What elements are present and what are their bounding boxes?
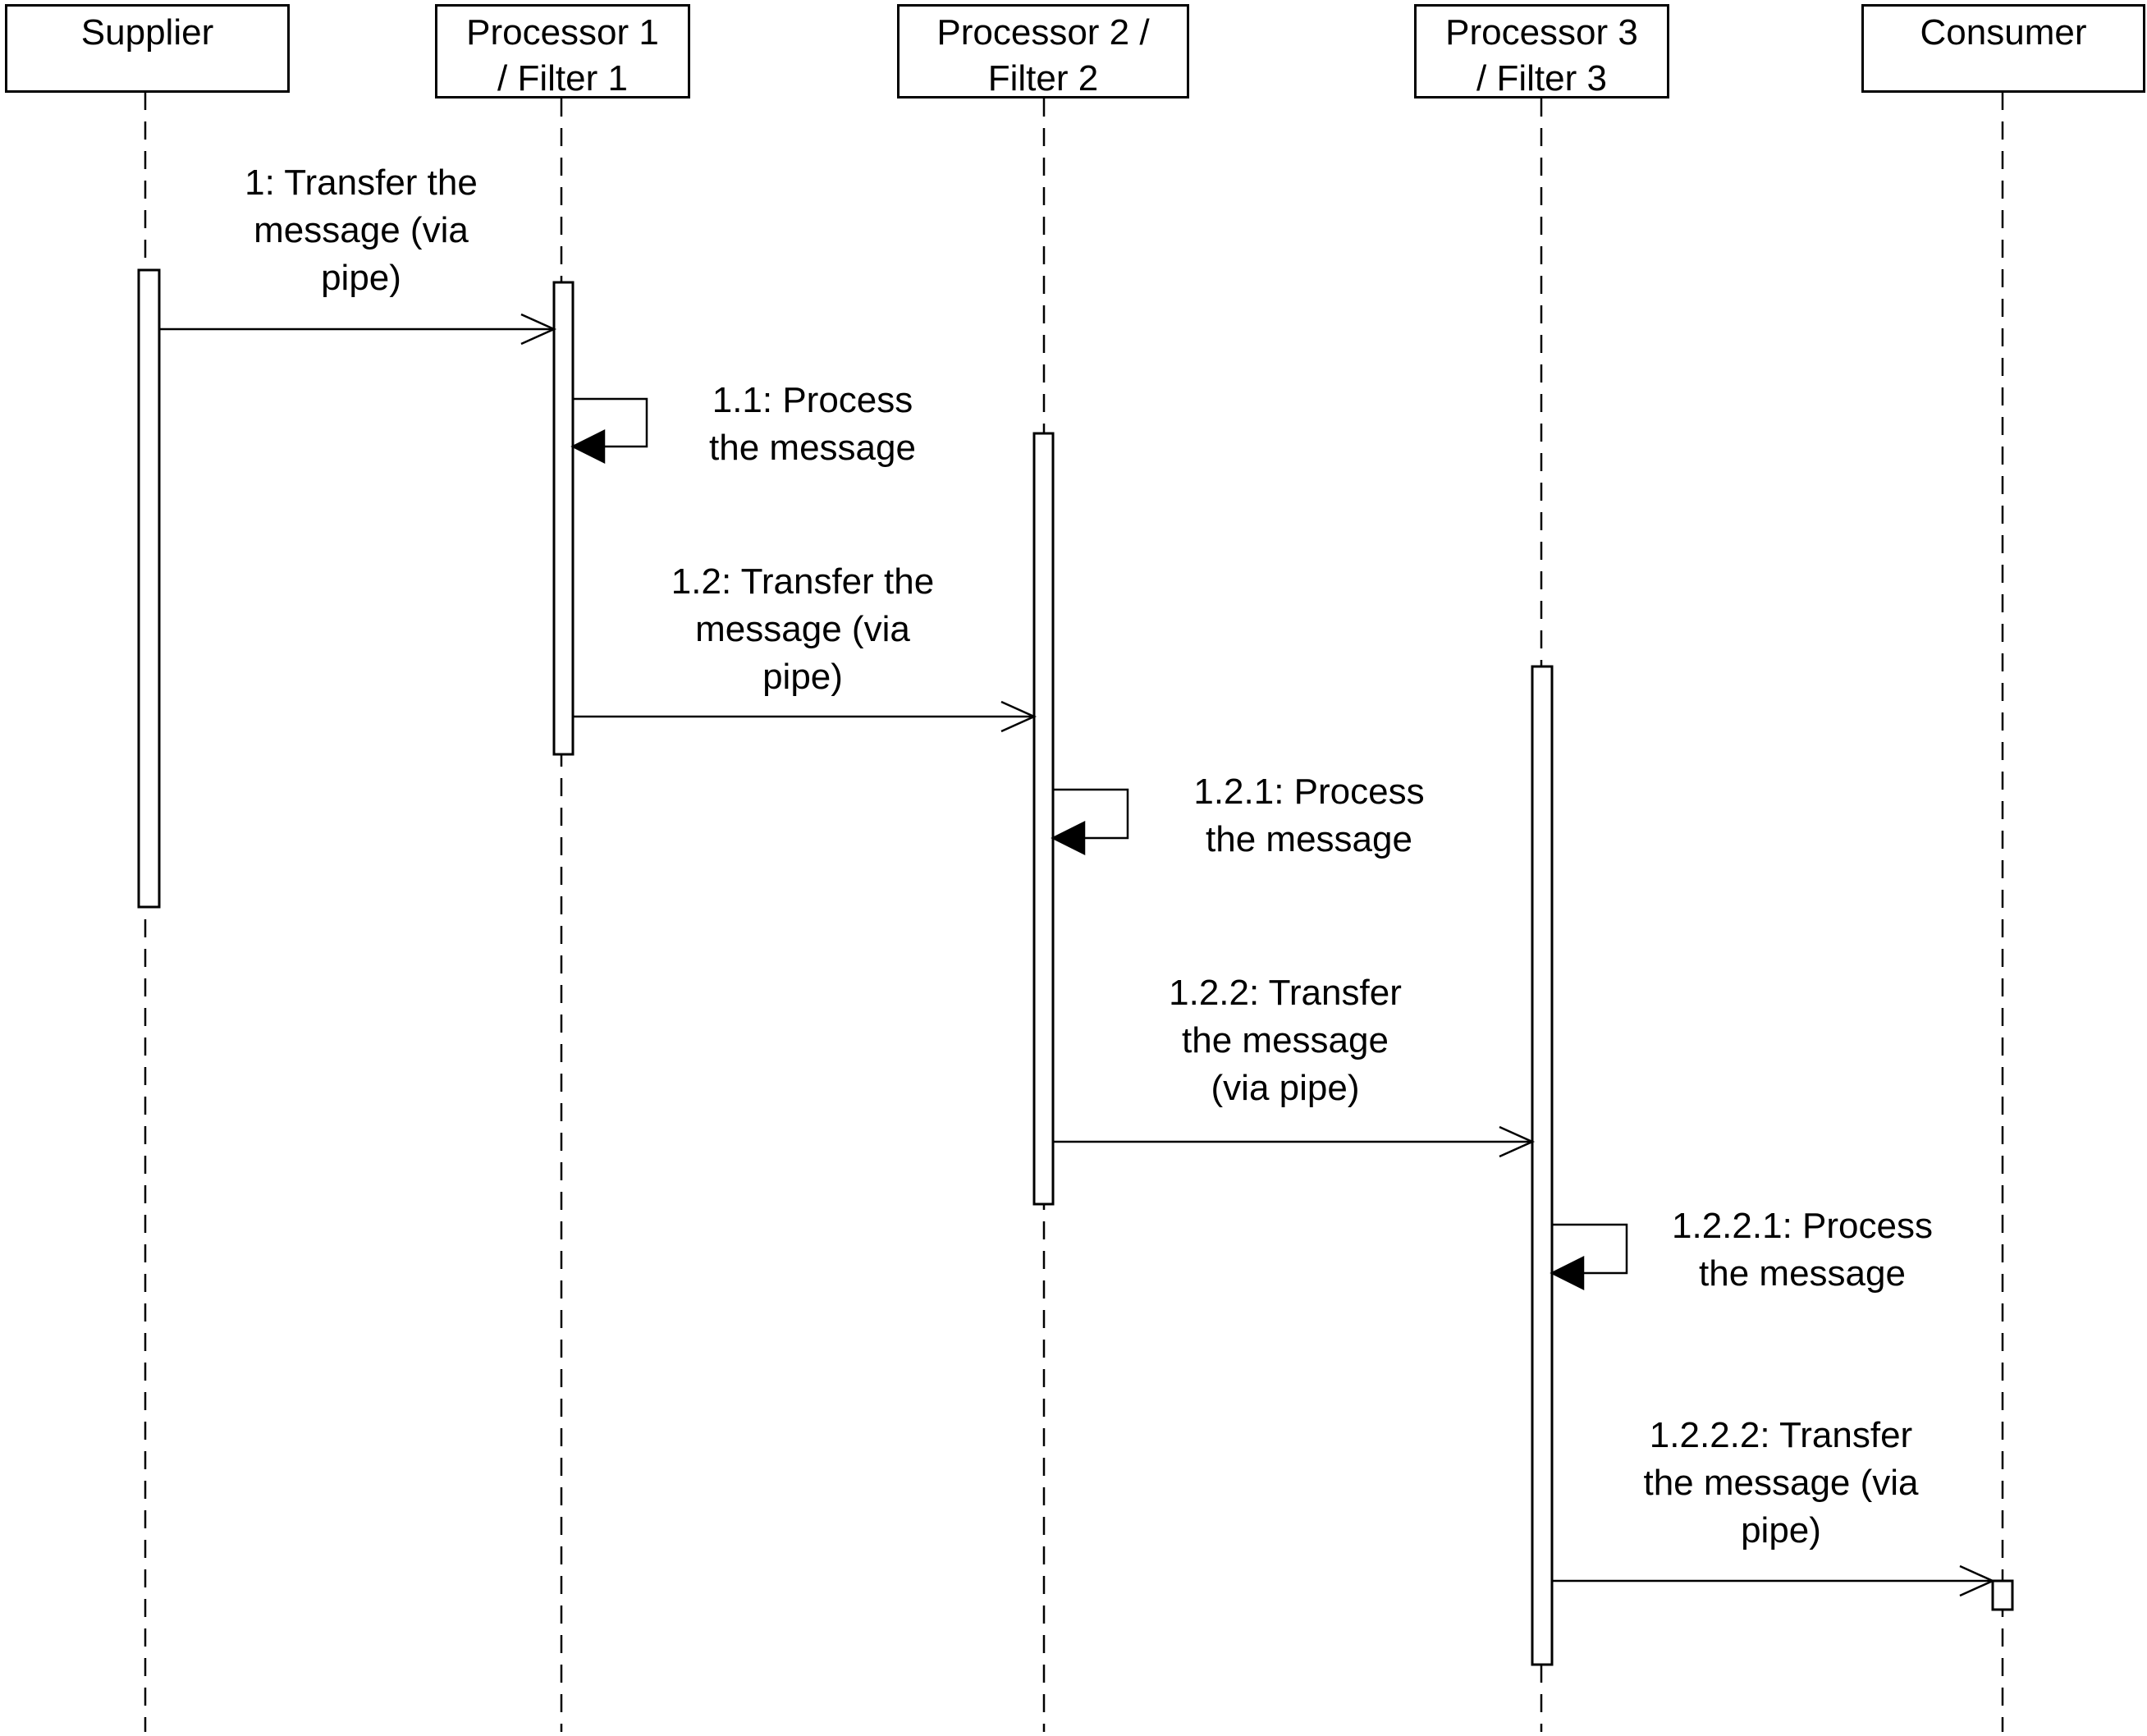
self-loop-m121 bbox=[1053, 788, 1129, 840]
participant-label-consumer: Consumer bbox=[1920, 12, 2087, 53]
participant-p2: Processor 2 / Filter 2 bbox=[897, 4, 1189, 98]
message-label-m11: 1.1: Process the message bbox=[709, 380, 916, 468]
activation-supplier bbox=[137, 268, 161, 909]
arrowhead-m1 bbox=[520, 313, 557, 346]
message-label-m12: 1.2: Transfer the message (via pipe) bbox=[671, 561, 935, 697]
activation-p2 bbox=[1032, 432, 1055, 1206]
participant-p3: Processor 3 / Filter 3 bbox=[1414, 4, 1669, 98]
arrowhead-m1222 bbox=[1959, 1564, 1996, 1597]
self-loop-m11 bbox=[573, 397, 648, 448]
participant-consumer: Consumer bbox=[1861, 4, 2145, 93]
message-label-m1222: 1.2.2.2: Transfer the message (via pipe) bbox=[1643, 1415, 1919, 1550]
activation-p1 bbox=[552, 281, 575, 756]
activation-consumer bbox=[1991, 1579, 2014, 1611]
message-label-m1: 1: Transfer the message (via pipe) bbox=[245, 163, 478, 298]
participant-supplier: Supplier bbox=[5, 4, 290, 93]
activation-p3 bbox=[1531, 665, 1554, 1666]
participant-label-p2: Processor 2 / Filter 2 bbox=[936, 12, 1150, 98]
arrowhead-m1221 bbox=[1550, 1255, 1585, 1291]
arrowhead-m122 bbox=[1499, 1125, 1536, 1158]
self-messages bbox=[570, 397, 1628, 1291]
participant-label-supplier: Supplier bbox=[80, 12, 214, 53]
arrowhead-m121 bbox=[1051, 820, 1086, 856]
message-label-m121: 1.2.1: Process the message bbox=[1193, 772, 1425, 859]
participant-label-p3: Processor 3 / Filter 3 bbox=[1445, 12, 1638, 98]
message-label-m122: 1.2.2: Transfer the message (via pipe) bbox=[1169, 973, 1402, 1108]
activations bbox=[137, 268, 2014, 1666]
participant-p1: Processor 1 / Filter 1 bbox=[435, 4, 690, 98]
async-messages bbox=[159, 313, 1996, 1597]
participant-label-p1: Processor 1 / Filter 1 bbox=[466, 12, 659, 98]
self-loop-m1221 bbox=[1552, 1223, 1628, 1275]
message-label-m1221: 1.2.2.1: Process the message bbox=[1672, 1206, 1933, 1294]
arrowhead-m11 bbox=[570, 428, 606, 465]
arrowhead-m12 bbox=[1000, 700, 1037, 733]
